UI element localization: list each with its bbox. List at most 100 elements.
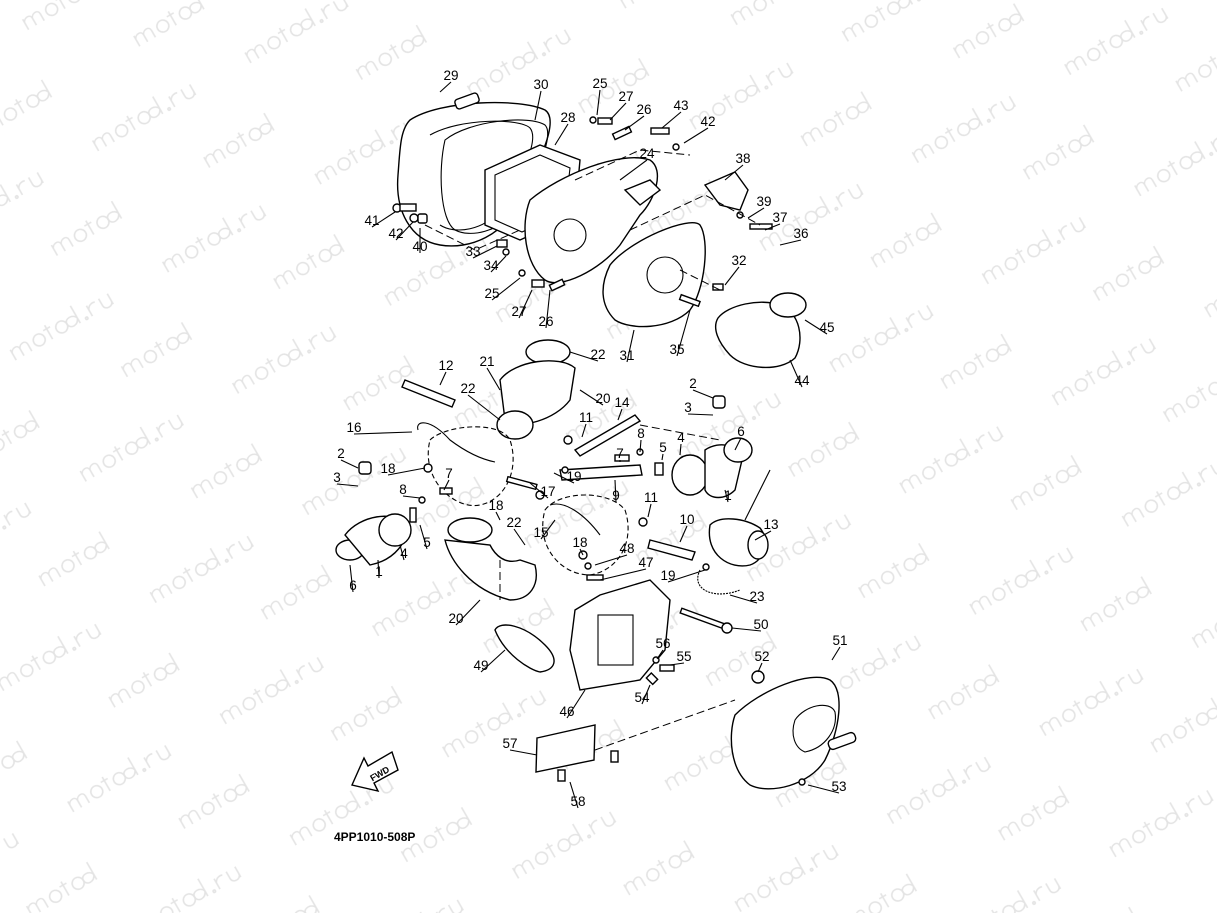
callout-number: 46 [559,704,574,719]
callout-number: 8 [399,482,407,497]
leader-line [509,749,538,756]
side-cover-51 [730,670,857,790]
leader-line [566,689,586,719]
callout-number: 20 [595,391,610,406]
callout-number: 3 [684,400,692,415]
leader-line [399,544,405,561]
fasteners-middle [409,435,710,686]
leader-line [439,371,447,386]
leader-line [472,245,498,259]
leader-line [639,439,642,453]
callout-number: 2 [337,446,345,461]
leader-line [692,389,714,399]
callout-number: 7 [616,446,624,461]
leader-line [490,255,507,273]
leader-line [569,351,599,362]
leader-line [807,784,840,794]
leader-line [545,289,551,329]
callout-number: 1 [375,564,383,579]
label-57 [535,724,596,773]
leader-line [353,431,413,435]
leader-line [340,459,359,469]
leader-line [804,319,828,335]
assembly-line [629,194,761,231]
callout-number: 31 [619,348,634,363]
leader-line [377,559,380,579]
assembly-line [424,224,521,251]
callout-number: 34 [483,258,499,273]
leader-line [534,90,542,121]
callout-number: 4 [677,430,685,445]
callout-number: 2 [689,376,697,391]
holder-49 [494,624,555,673]
callout-number: 19 [566,469,581,484]
leader-line [480,649,506,673]
callout-number: 3 [333,470,341,485]
leader-line [669,662,685,666]
callout-number: 28 [560,110,575,125]
leader-line [581,423,587,438]
callout-number: 37 [772,210,787,225]
callout-number: 17 [540,484,555,499]
callout-number: 14 [614,395,630,410]
throttle-body-right [671,395,753,499]
leader-line [661,111,682,129]
leader-line [609,102,627,121]
callout-number: 47 [638,555,653,570]
leader-lines [336,81,841,809]
leader-line [443,479,450,491]
hose-12 [401,379,456,408]
callout-number: 30 [533,77,548,92]
leader-line [579,389,604,406]
hose-15 [549,503,601,536]
cover-31 [602,222,706,328]
leader-line [553,472,575,484]
callout-number: 5 [423,535,431,550]
leader-line [467,394,501,421]
assembly-line [679,269,721,291]
leader-line [395,221,414,241]
leader-line [683,127,709,144]
leader-line [724,266,740,286]
callout-number: 1 [724,488,732,503]
leader-line [439,81,452,93]
callout-number: 9 [612,488,620,503]
callout-number: 10 [679,512,694,527]
callout-number: 22 [460,381,475,396]
leader-line [540,519,556,540]
leader-line [495,511,501,521]
callout-number: 42 [388,226,403,241]
callout-number: 39 [756,194,771,209]
callout-number: 52 [754,649,769,664]
callout-number: 18 [572,535,587,550]
callout-number: 8 [637,426,645,441]
intake-joint-20-upper [496,339,576,440]
callout-number: 43 [673,98,688,113]
callout-number: 25 [592,76,607,91]
leader-line [491,277,521,301]
callout-number: 38 [735,151,750,166]
callout-number: 27 [618,89,633,104]
callout-number: 18 [488,498,503,513]
callout-number: 11 [644,490,658,505]
leader-line [614,479,617,503]
lead-23 [697,569,741,595]
bracket-46 [569,579,671,691]
callout-number: 22 [506,515,521,530]
callout-number: 35 [669,342,684,357]
callout-number: 57 [502,736,517,751]
callout-number: 49 [473,658,488,673]
callout-number: 22 [590,347,605,362]
callout-number: 19 [660,568,675,583]
leader-line [667,569,706,583]
callout-number: 4 [400,546,408,561]
label-58 [557,750,619,782]
leader-line [676,309,691,357]
callout-number: 25 [484,286,499,301]
leader-line [596,89,601,116]
leader-line [661,453,664,461]
leader-line [757,662,763,673]
